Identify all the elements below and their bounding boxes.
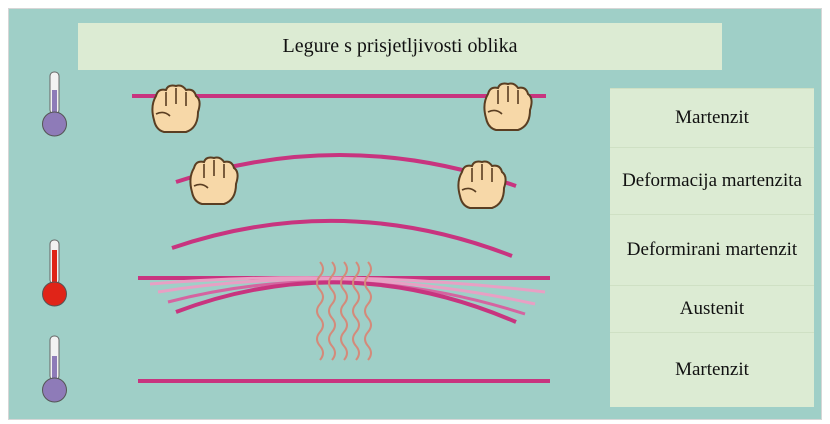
thermometer-cold-icon [43, 72, 67, 136]
thermometer-hot-icon [43, 240, 67, 306]
hand-icon [458, 162, 505, 209]
hand-icon [190, 158, 237, 205]
hand-icon [484, 84, 531, 131]
wire-deformed [172, 221, 512, 256]
wire-recovery [138, 278, 550, 322]
thermometer-cold-icon [43, 336, 67, 402]
hand-icon [152, 86, 199, 133]
